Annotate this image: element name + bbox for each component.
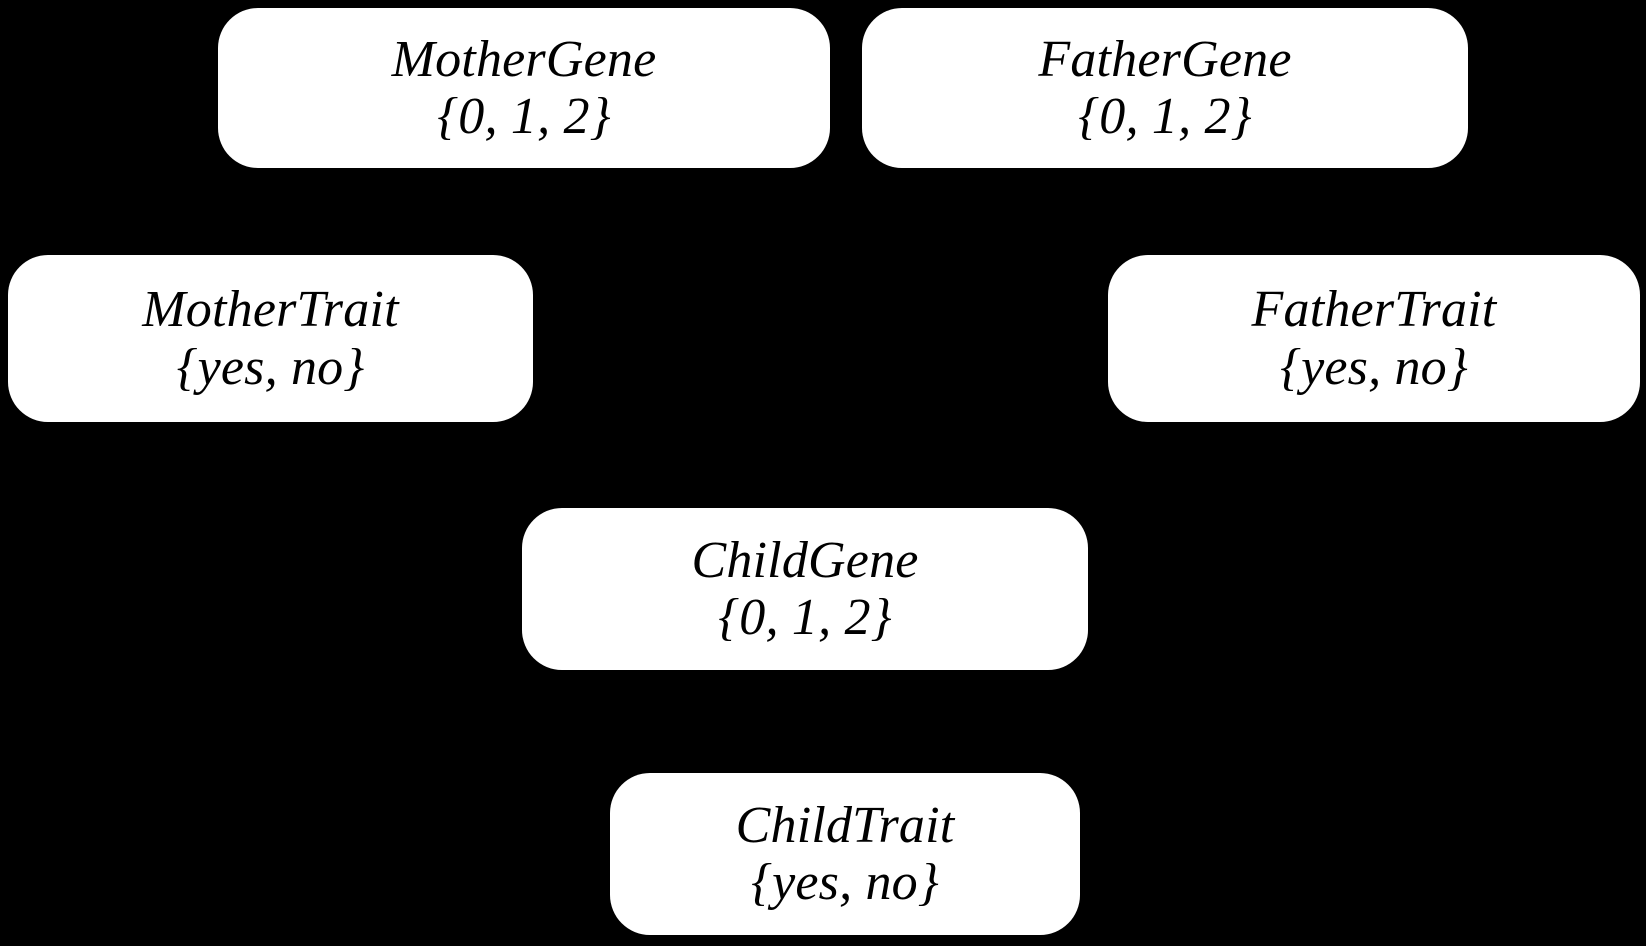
node-mother-trait[interactable]: MotherTrait {yes, no} — [8, 255, 533, 422]
node-child-gene-label: ChildGene — [691, 531, 919, 589]
node-mother-gene-domain: {0, 1, 2} — [437, 88, 611, 145]
node-father-trait[interactable]: FatherTrait {yes, no} — [1108, 255, 1640, 422]
node-father-gene-domain: {0, 1, 2} — [1078, 88, 1252, 145]
node-mother-trait-domain: {yes, no} — [176, 338, 365, 396]
node-child-trait-domain: {yes, no} — [751, 854, 939, 911]
node-mother-trait-label: MotherTrait — [142, 281, 399, 339]
node-mother-gene-label: MotherGene — [391, 30, 657, 88]
node-father-trait-domain: {yes, no} — [1280, 338, 1468, 396]
node-child-gene-domain: {0, 1, 2} — [718, 589, 892, 646]
node-father-gene-label: FatherGene — [1038, 30, 1292, 88]
node-mother-gene[interactable]: MotherGene {0, 1, 2} — [218, 8, 830, 168]
node-father-gene[interactable]: FatherGene {0, 1, 2} — [862, 8, 1468, 168]
node-child-trait-label: ChildTrait — [735, 796, 955, 854]
node-child-gene[interactable]: ChildGene {0, 1, 2} — [522, 508, 1088, 670]
node-father-trait-label: FatherTrait — [1251, 281, 1497, 339]
node-child-trait[interactable]: ChildTrait {yes, no} — [610, 773, 1080, 935]
